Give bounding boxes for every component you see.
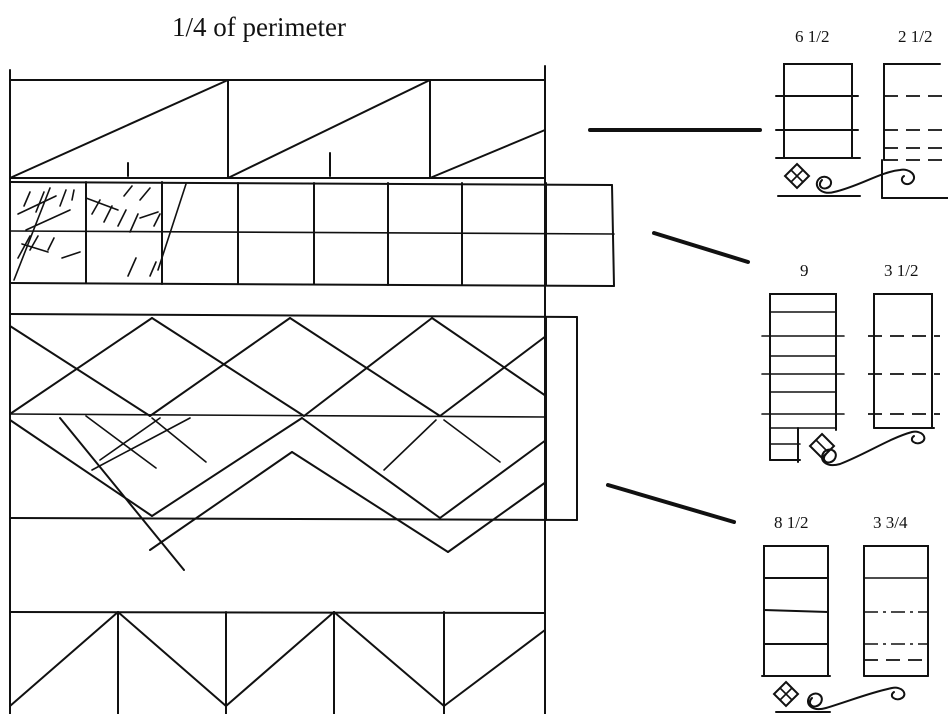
diagram-title: 1/4 of perimeter bbox=[172, 12, 346, 42]
band-lattice bbox=[9, 313, 578, 571]
band-sawtooth bbox=[9, 79, 546, 179]
panel-bottom: 8 1/2 3 3/4 bbox=[761, 513, 929, 713]
diamond-lattice-icon bbox=[783, 162, 811, 190]
hatch-marks bbox=[13, 183, 187, 281]
panel-top-left-label: 6 1/2 bbox=[795, 27, 829, 46]
panel-bottom-left-label: 8 1/2 bbox=[774, 513, 808, 532]
connector-lines bbox=[588, 128, 762, 524]
scroll-vine-icon bbox=[815, 168, 916, 194]
main-strip bbox=[9, 65, 615, 714]
panel-top-right-label: 2 1/2 bbox=[898, 27, 932, 46]
panel-top: 6 1/2 2 1/2 bbox=[775, 27, 948, 199]
diamond-lattice-icon bbox=[772, 680, 800, 708]
band-grid bbox=[9, 181, 615, 287]
scroll-vine-icon bbox=[807, 686, 906, 710]
scroll-vine-icon bbox=[821, 430, 926, 466]
panel-middle: 9 3 1/2 bbox=[761, 261, 940, 466]
panel-middle-left-label: 9 bbox=[800, 261, 809, 280]
band-triangles bbox=[9, 611, 546, 714]
panel-middle-right-label: 3 1/2 bbox=[884, 261, 918, 280]
connector-bottom bbox=[606, 483, 736, 524]
connector-middle bbox=[652, 231, 750, 264]
panel-bottom-right-label: 3 3/4 bbox=[873, 513, 908, 532]
